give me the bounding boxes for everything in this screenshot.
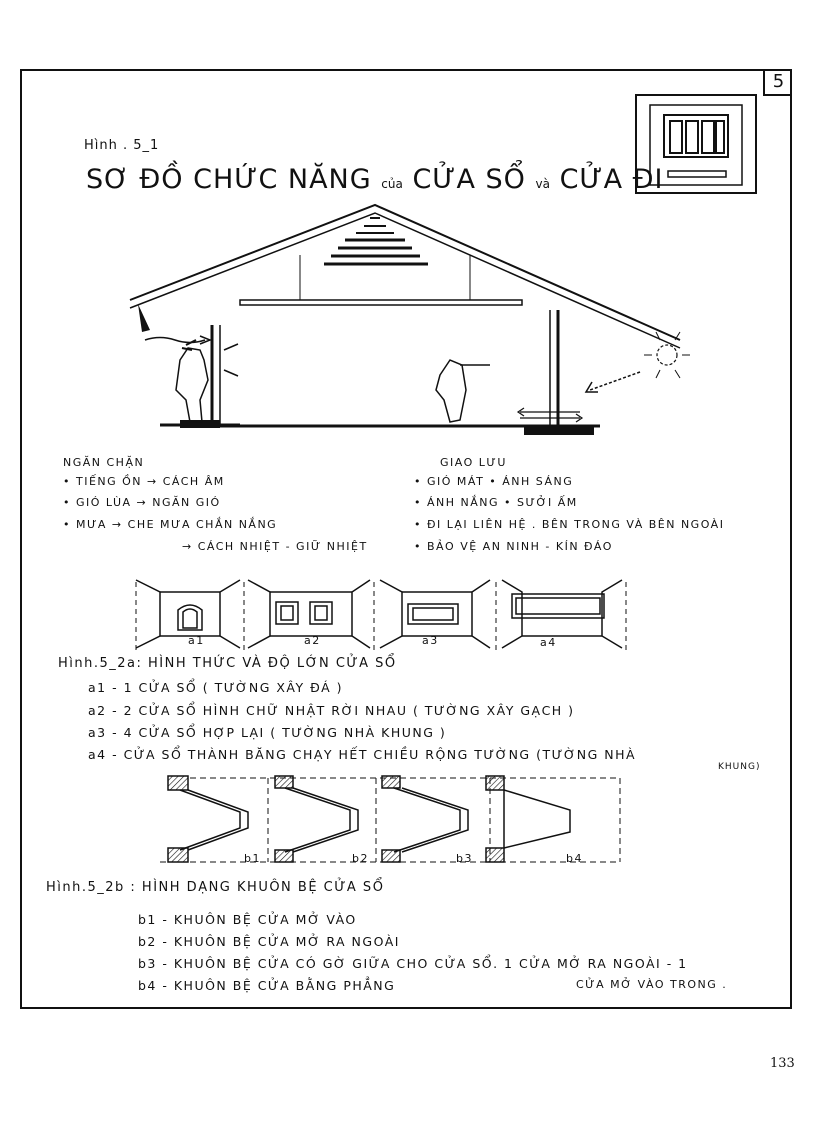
panel-label-a2: a2 — [304, 634, 321, 647]
ngan-chan-item: • TIẾNG ỒN → CÁCH ÂM — [63, 475, 225, 488]
figure-5-2a-caption: Hình.5_2a: HÌNH THỨC VÀ ĐỘ LỚN CỬA SỔ — [58, 656, 397, 671]
window-forms-drawing — [135, 579, 627, 654]
page-number: 133 — [770, 1056, 795, 1071]
figure-5-1-label: Hình . 5_1 — [84, 138, 160, 153]
house-section-drawing — [129, 203, 690, 435]
panel-label-b4: b4 — [566, 852, 583, 865]
page-frame — [20, 69, 792, 1009]
giao-luu-item: • BẢO VỆ AN NINH - KÍN ĐÁO — [414, 540, 613, 553]
panel-label-a4: a4 — [540, 636, 557, 649]
panel-label-b2: b2 — [352, 852, 369, 865]
giao-luu-item: • ÁNH NẮNG • SƯỞI ẤM — [414, 496, 578, 509]
figure-5-2a-note: a1 - 1 CỬA SỔ ( TƯỜNG XÂY ĐÁ ) — [88, 680, 343, 695]
giao-luu-heading: GIAO LƯU — [440, 456, 507, 469]
figure-5-2b-note: b3 - KHUÔN BỆ CỬA CÓ GỜ GIỮA CHO CỬA SỔ.… — [138, 956, 688, 971]
figure-5-2b-note: b2 - KHUÔN BỆ CỬA MỞ RA NGOÀI — [138, 934, 400, 949]
figure-5-2b-note: b1 - KHUÔN BỆ CỬA MỞ VÀO — [138, 912, 357, 927]
panel-label-a1: a1 — [188, 634, 205, 647]
figure-5-2a-note: KHUNG) — [718, 762, 761, 772]
title-part-e: CỬA ĐI — [559, 164, 664, 195]
title-part-d: và — [535, 177, 550, 191]
figure-5-2a-note: a4 - CỬA SỔ THÀNH BĂNG CHẠY HẾT CHIỀU RỘ… — [88, 747, 637, 762]
window-icon — [635, 94, 757, 194]
figure-5-1-title: SƠ ĐỒ CHỨC NĂNG của CỬA SỔ và CỬA ĐI — [86, 164, 664, 195]
figure-5-2b-note: CỬA MỞ VÀO TRONG . — [576, 978, 728, 991]
figure-5-2b-note: b4 - KHUÔN BỆ CỬA BẰNG PHẲNG — [138, 978, 396, 993]
giao-luu-item: • GIÓ MÁT • ÁNH SÁNG — [414, 475, 574, 488]
figure-5-2a-note: a3 - 4 CỬA SỔ HỢP LẠI ( TƯỜNG NHÀ KHUNG … — [88, 725, 447, 740]
chapter-badge: 5 — [763, 69, 792, 96]
giao-luu-item: • ĐI LẠI LIÊN HỆ . BÊN TRONG VÀ BÊN NGOÀ… — [414, 518, 725, 531]
figure-5-2b-caption: Hình.5_2b : HÌNH DẠNG KHUÔN BỆ CỬA SỔ — [46, 880, 385, 895]
ngan-chan-item: • GIÓ LÙA → NGĂN GIÓ — [63, 496, 221, 509]
panel-label-b3: b3 — [456, 852, 473, 865]
ngan-chan-item: → CÁCH NHIỆT - GIỮ NHIỆT — [182, 540, 368, 553]
ngan-chan-item: • MƯA → CHE MƯA CHẮN NẮNG — [63, 518, 278, 531]
title-part-a: SƠ ĐỒ CHỨC NĂNG — [86, 164, 372, 195]
title-part-b: của — [381, 177, 403, 191]
panel-label-b1: b1 — [244, 852, 261, 865]
figure-5-2a-note: a2 - 2 CỬA SỔ HÌNH CHỮ NHẬT RỜI NHAU ( T… — [88, 703, 575, 718]
title-part-c: CỬA SỔ — [412, 164, 526, 195]
panel-label-a3: a3 — [422, 634, 439, 647]
ngan-chan-heading: NGĂN CHẶN — [63, 456, 145, 469]
window-sill-profiles-drawing — [160, 775, 621, 863]
